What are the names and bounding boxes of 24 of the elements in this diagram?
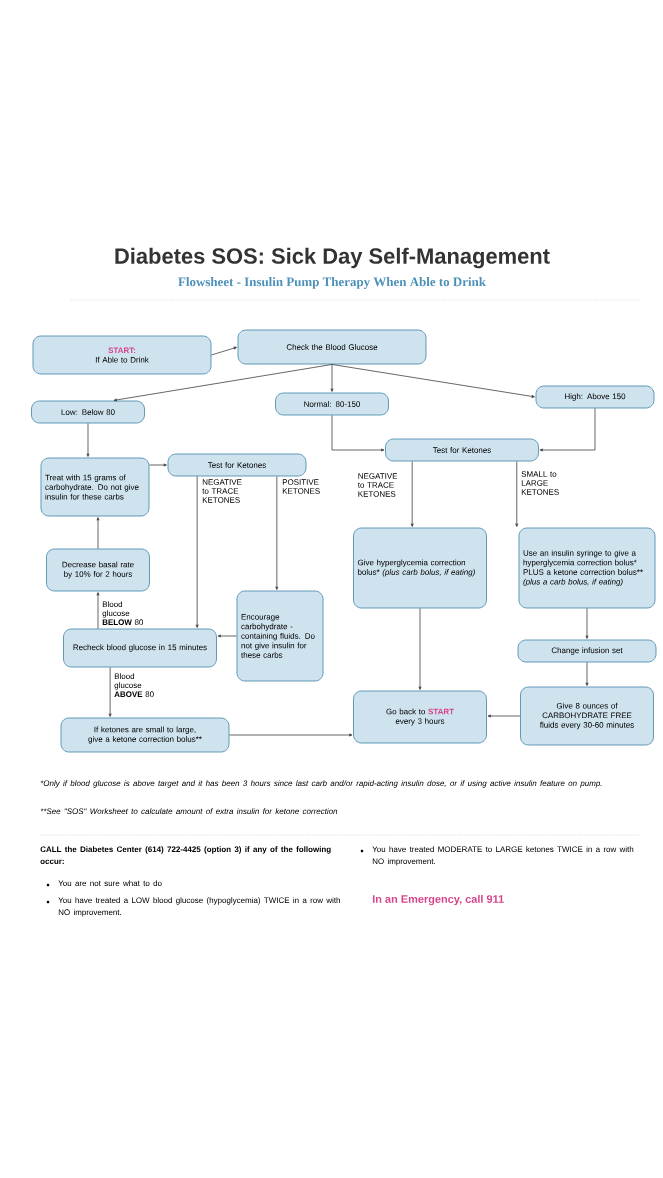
arrow xyxy=(217,634,237,638)
arrow xyxy=(539,408,596,452)
arrow xyxy=(410,461,414,527)
arrow xyxy=(331,364,535,398)
arrow xyxy=(229,733,353,737)
subtitle: Flowsheet - Insulin Pump Therapy When Able to Drink xyxy=(178,277,486,289)
arrow xyxy=(96,592,100,629)
arrow xyxy=(149,463,167,467)
arrow xyxy=(195,476,199,628)
arrow xyxy=(113,364,333,402)
arrow xyxy=(515,461,519,527)
arrow xyxy=(585,662,589,686)
title: Diabetes SOS: Sick Day Self-Management xyxy=(115,247,550,269)
arrow xyxy=(211,346,237,356)
arrow xyxy=(275,476,279,590)
arrow xyxy=(330,364,334,392)
arrow xyxy=(86,423,90,457)
emergency-note: In an Emergency, call 911 xyxy=(372,894,504,906)
arrow xyxy=(331,415,385,452)
arrow xyxy=(108,667,112,717)
arrow xyxy=(487,714,521,718)
arrow xyxy=(418,608,422,690)
arrow xyxy=(96,517,100,549)
arrow xyxy=(585,608,589,639)
